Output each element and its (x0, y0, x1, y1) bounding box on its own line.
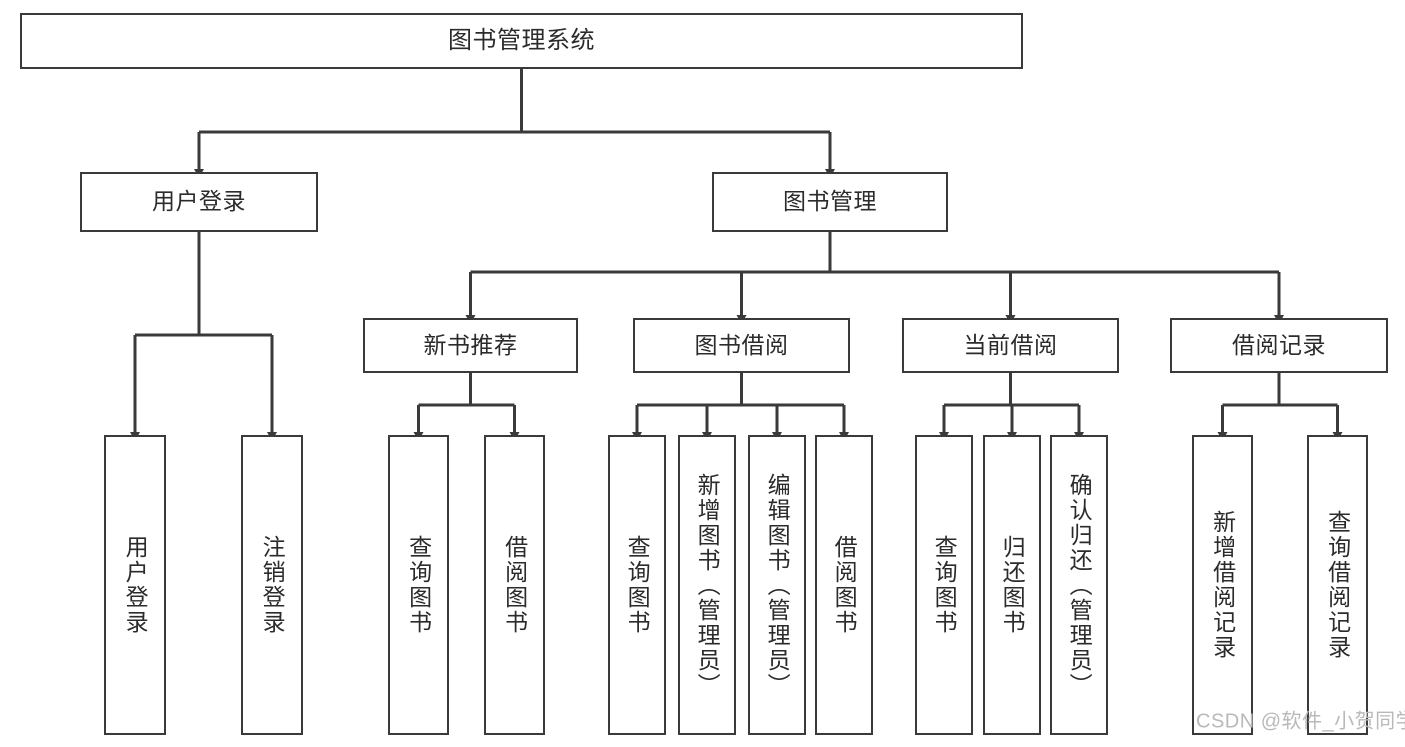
node-leaf-add-book[interactable]: 新增图书（管理员） (678, 435, 736, 735)
node-label-leaf-query-book-2: 查询图书 (624, 535, 651, 635)
connector-group (130, 69, 1343, 441)
node-leaf-user-login[interactable]: 用户登录 (104, 435, 166, 735)
node-leaf-add-record[interactable]: 新增借阅记录 (1192, 435, 1253, 735)
node-label-leaf-return-book: 归还图书 (999, 535, 1026, 635)
node-book-manage[interactable]: 图书管理 (712, 172, 948, 232)
node-label-root: 图书管理系统 (448, 26, 595, 54)
node-label-leaf-query-book-3: 查询图书 (931, 535, 958, 635)
node-leaf-query-book-1[interactable]: 查询图书 (388, 435, 449, 735)
node-user-login[interactable]: 用户登录 (80, 172, 318, 232)
node-leaf-return-book[interactable]: 归还图书 (983, 435, 1041, 735)
node-label-leaf-confirm-return: 确认归还（管理员） (1066, 472, 1093, 698)
node-label-leaf-query-book-1: 查询图书 (405, 535, 432, 635)
node-label-leaf-query-record: 查询借阅记录 (1324, 510, 1351, 660)
node-root[interactable]: 图书管理系统 (20, 13, 1023, 69)
node-label-leaf-user-login: 用户登录 (122, 535, 149, 635)
node-leaf-borrow-book-1[interactable]: 借阅图书 (484, 435, 545, 735)
node-leaf-query-record[interactable]: 查询借阅记录 (1307, 435, 1368, 735)
node-current-borrow[interactable]: 当前借阅 (902, 318, 1119, 373)
node-leaf-confirm-return[interactable]: 确认归还（管理员） (1050, 435, 1108, 735)
node-label-new-book-recommend: 新书推荐 (423, 331, 518, 358)
node-new-book-recommend[interactable]: 新书推荐 (363, 318, 578, 373)
node-leaf-query-book-2[interactable]: 查询图书 (608, 435, 666, 735)
node-label-leaf-edit-book: 编辑图书（管理员） (764, 472, 791, 698)
node-leaf-borrow-book-2[interactable]: 借阅图书 (815, 435, 873, 735)
node-label-leaf-logout: 注销登录 (259, 535, 286, 635)
node-leaf-query-book-3[interactable]: 查询图书 (915, 435, 973, 735)
node-label-leaf-borrow-book-2: 借阅图书 (831, 535, 858, 635)
node-label-user-login: 用户登录 (152, 188, 246, 215)
node-leaf-logout[interactable]: 注销登录 (241, 435, 303, 735)
node-label-book-borrow: 图书借阅 (694, 331, 789, 358)
node-label-leaf-add-book: 新增图书（管理员） (694, 472, 721, 698)
node-label-leaf-borrow-book-1: 借阅图书 (501, 535, 528, 635)
node-label-book-manage: 图书管理 (783, 188, 877, 215)
node-label-borrow-record: 借阅记录 (1232, 331, 1326, 358)
node-book-borrow[interactable]: 图书借阅 (633, 318, 850, 373)
node-label-current-borrow: 当前借阅 (963, 331, 1058, 358)
node-borrow-record[interactable]: 借阅记录 (1170, 318, 1388, 373)
node-leaf-edit-book[interactable]: 编辑图书（管理员） (748, 435, 806, 735)
node-label-leaf-add-record: 新增借阅记录 (1209, 510, 1236, 660)
